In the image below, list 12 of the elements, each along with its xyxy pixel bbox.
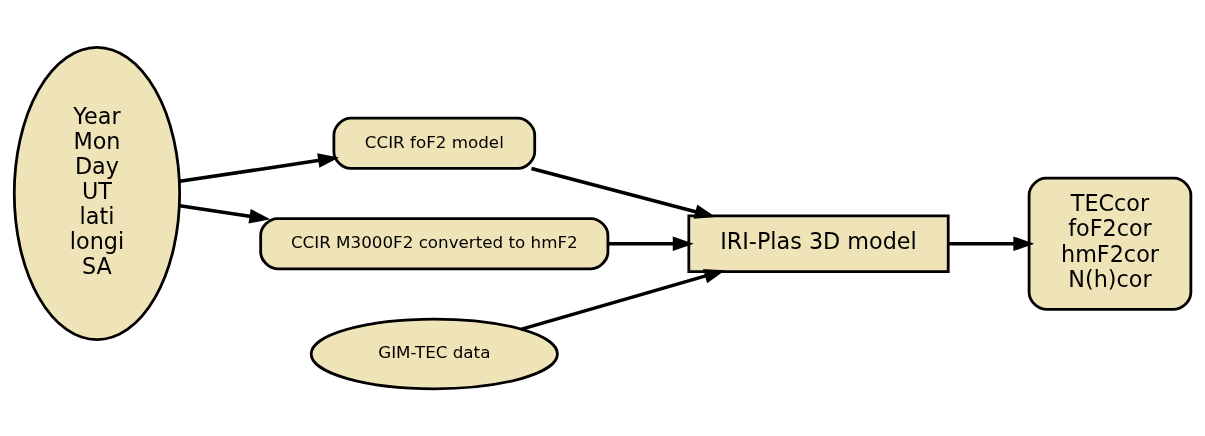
arrow	[520, 269, 726, 331]
node-ellipse: GIM-TEC data	[309, 317, 559, 391]
arrow	[948, 236, 1035, 252]
node-box: CCIR M3000F2 converted to hmF2	[259, 217, 610, 271]
arrow	[608, 236, 694, 252]
node-ellipse: Year Mon Day UT lati longi SA	[12, 45, 182, 342]
node-box: CCIR foF2 model	[332, 116, 537, 170]
arrow	[531, 166, 716, 219]
arrow	[179, 204, 271, 224]
arrow	[179, 153, 339, 184]
node-box: TECcor foF2cor hmF2cor N(h)cor	[1027, 176, 1193, 311]
node-box: IRI-Plas 3D model	[687, 214, 950, 273]
